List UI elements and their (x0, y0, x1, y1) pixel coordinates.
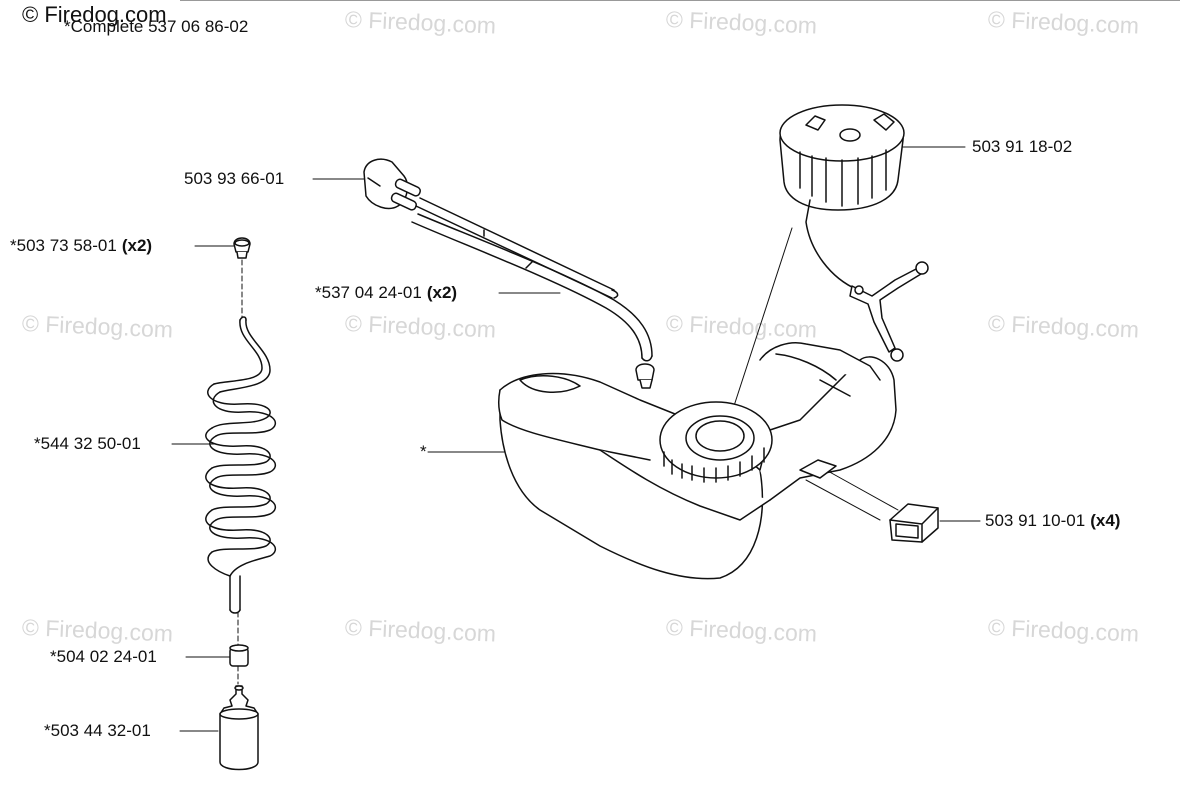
coiled-fuel-line (205, 316, 276, 614)
tether-anchor (849, 261, 929, 362)
leader-lines (171, 146, 981, 732)
callout-grommet: *503 73 58-01(x2) (10, 236, 152, 256)
tank-grommet (635, 363, 655, 389)
kit-label: *Complete 537 06 86-02 (64, 17, 249, 36)
part-number: *503 73 58-01 (10, 236, 117, 255)
callout-buffer: 503 91 10-01(x4) (985, 511, 1120, 531)
callout-tank: * (420, 442, 427, 462)
callout-vent-valve: 503 93 66-01 (184, 169, 284, 189)
part-number: *504 02 24-01 (50, 647, 157, 666)
callout-filter: *503 44 32-01 (44, 721, 151, 741)
part-number: * (420, 442, 427, 461)
part-number: *503 44 32-01 (44, 721, 151, 740)
callout-cap: 503 91 18-02 (972, 137, 1072, 157)
part-number: *537 04 24-01 (315, 283, 422, 302)
callout-fuel-hose: *537 04 24-01(x2) (315, 283, 457, 303)
callout-sleeve: *504 02 24-01 (50, 647, 157, 667)
fuel-cap (779, 104, 905, 211)
quantity: (x2) (121, 236, 153, 255)
rubber-buffer (889, 503, 939, 543)
watermark: © Firedog.com (22, 2, 167, 27)
fuel-filter (219, 685, 259, 771)
part-number: 503 91 10-01 (985, 511, 1086, 530)
quantity: (x4) (1090, 511, 1121, 530)
cap-tether (805, 199, 859, 291)
part-number: *544 32 50-01 (34, 434, 141, 453)
fuel-tank (497, 342, 897, 580)
hose-grommet (233, 237, 251, 259)
filter-sleeve (229, 644, 249, 667)
callout-coiled-line: *544 32 50-01 (34, 434, 141, 454)
part-number: 503 93 66-01 (184, 169, 285, 188)
part-number: 503 91 18-02 (972, 137, 1073, 156)
vent-valve (363, 158, 421, 211)
top-border-line (180, 0, 1180, 1)
quantity: (x2) (426, 283, 458, 302)
fuel-hose-lower (411, 213, 653, 362)
